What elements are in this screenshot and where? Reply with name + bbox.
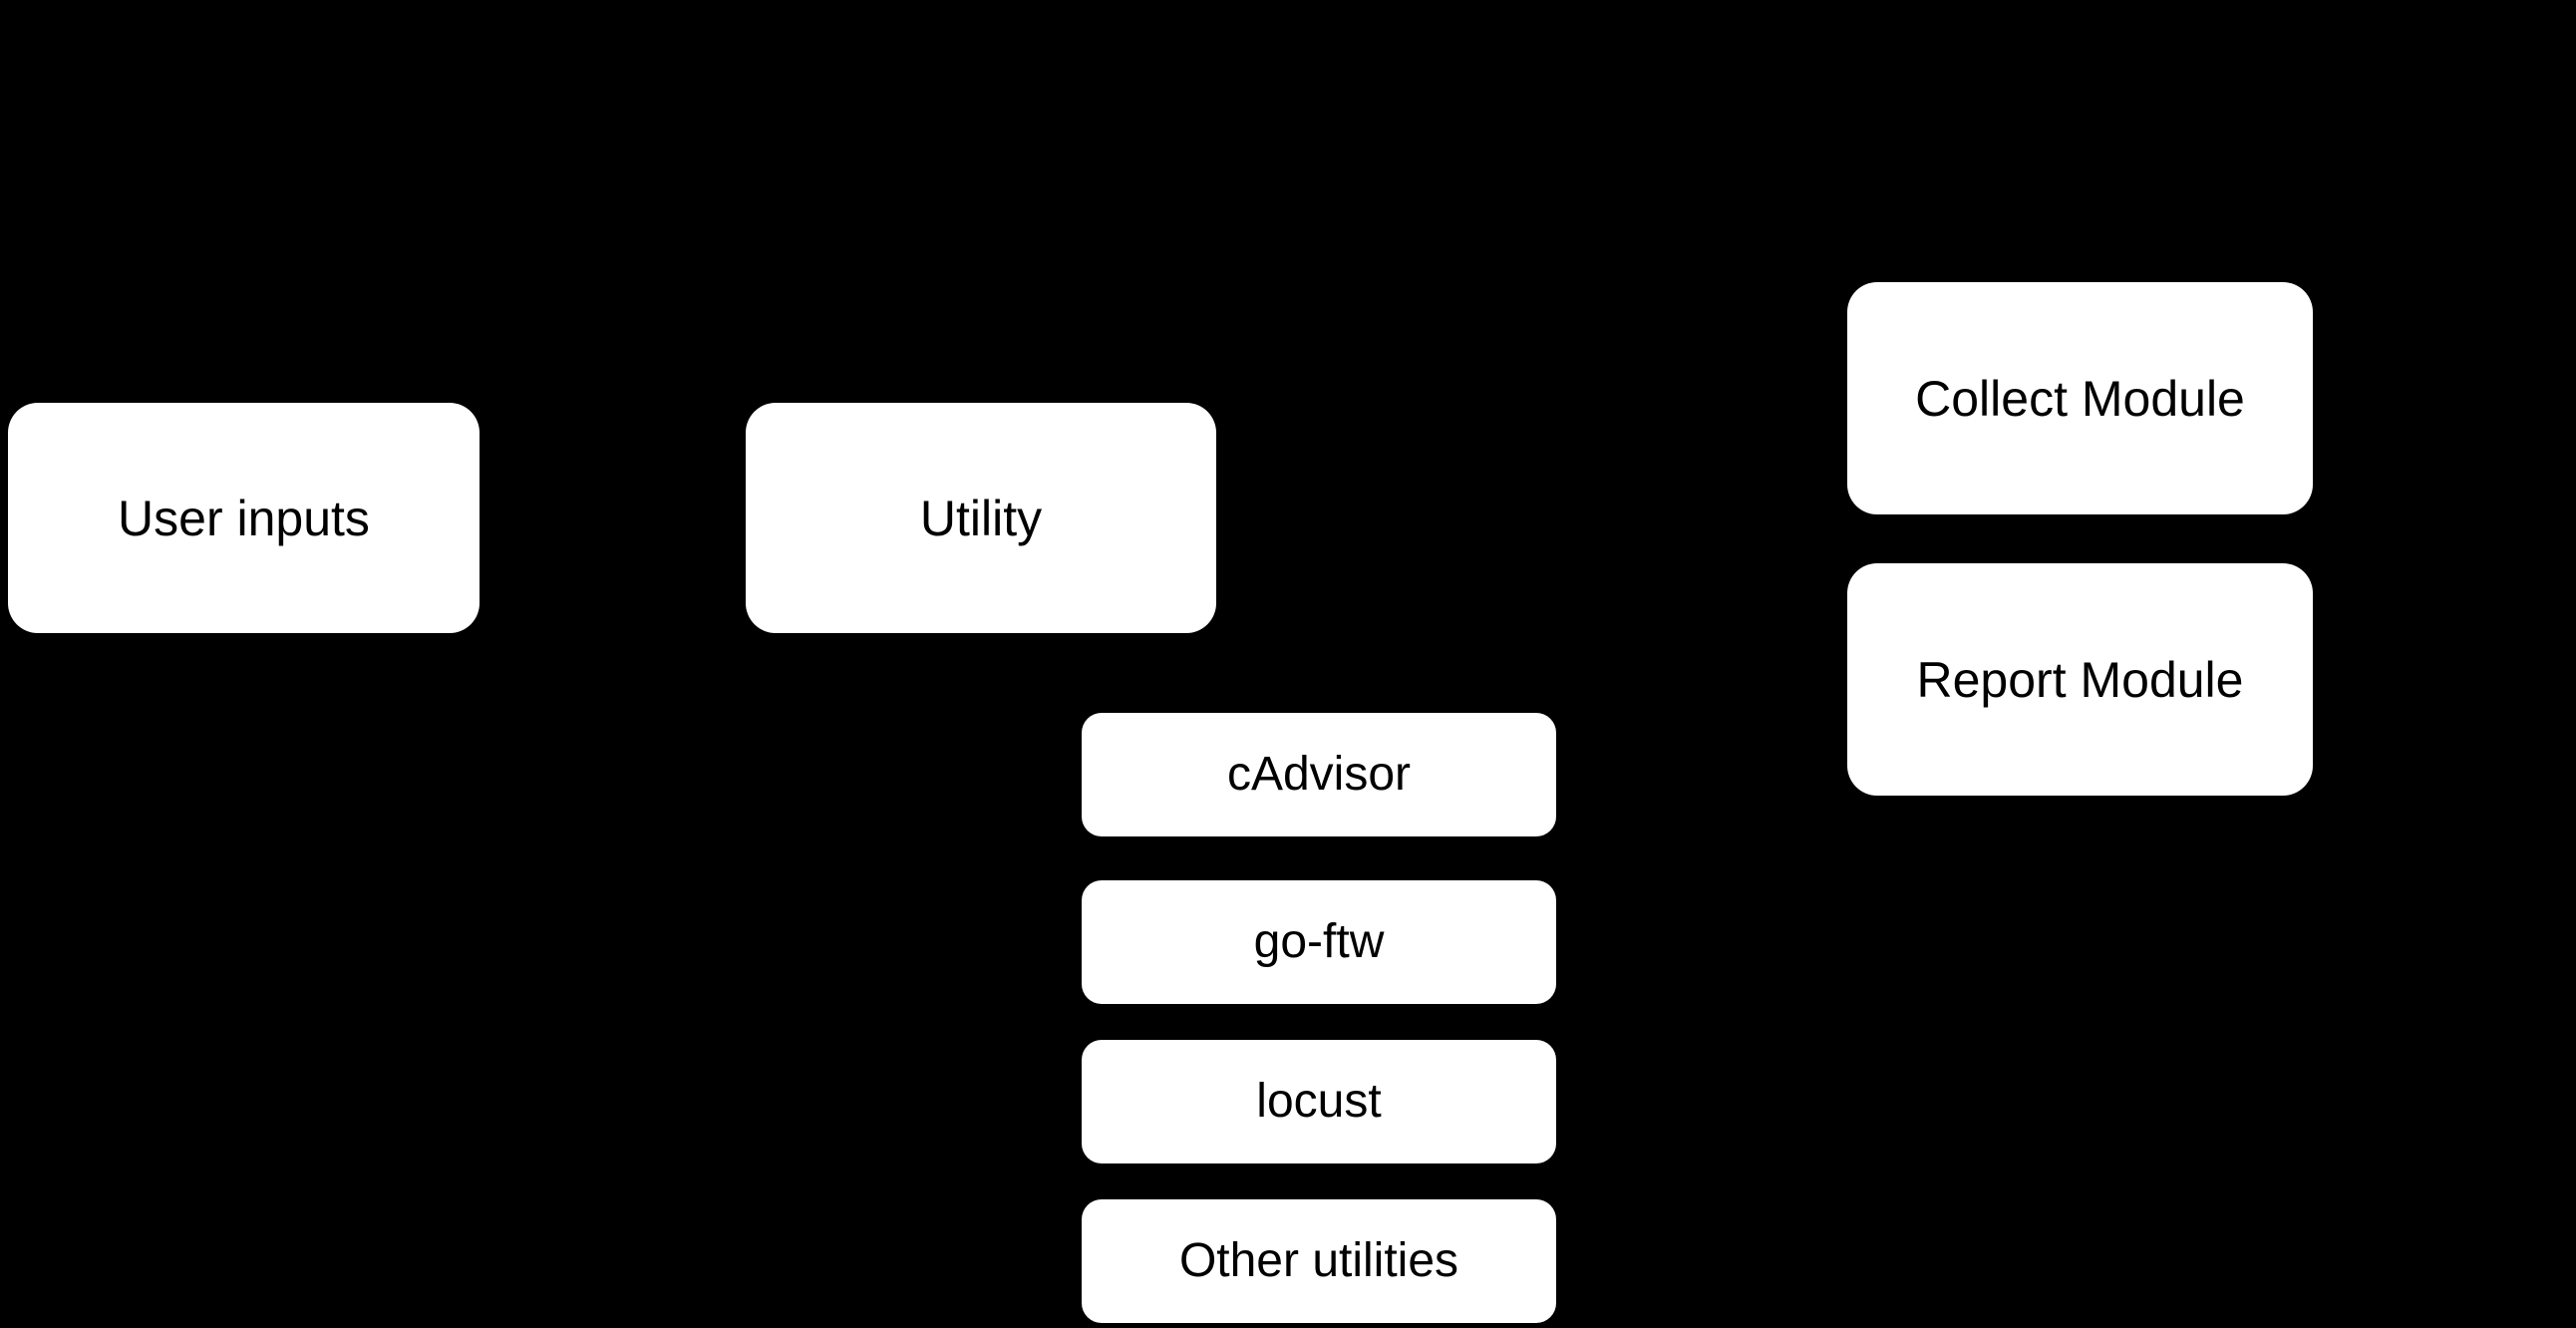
node-cadvisor-label: cAdvisor [1226, 748, 1412, 802]
node-go-ftw-label: go-ftw [1253, 915, 1385, 969]
node-user-inputs-label: User inputs [118, 490, 370, 546]
node-utility-label: Utility [919, 490, 1043, 546]
node-locust-label: locust [1256, 1075, 1382, 1129]
node-cadvisor: cAdvisor [1082, 713, 1556, 836]
node-report-module-label: Report Module [1916, 651, 2244, 708]
node-go-ftw: go-ftw [1082, 880, 1556, 1004]
node-user-inputs: User inputs [8, 403, 480, 633]
node-locust: locust [1082, 1040, 1556, 1163]
node-report-module: Report Module [1847, 563, 2313, 796]
node-utility: Utility [746, 403, 1216, 633]
node-collect-module-label: Collect Module [1915, 370, 2245, 427]
node-collect-module: Collect Module [1847, 282, 2313, 514]
node-other-utilities: Other utilities [1082, 1199, 1556, 1323]
node-other-utilities-label: Other utilities [1178, 1234, 1459, 1288]
